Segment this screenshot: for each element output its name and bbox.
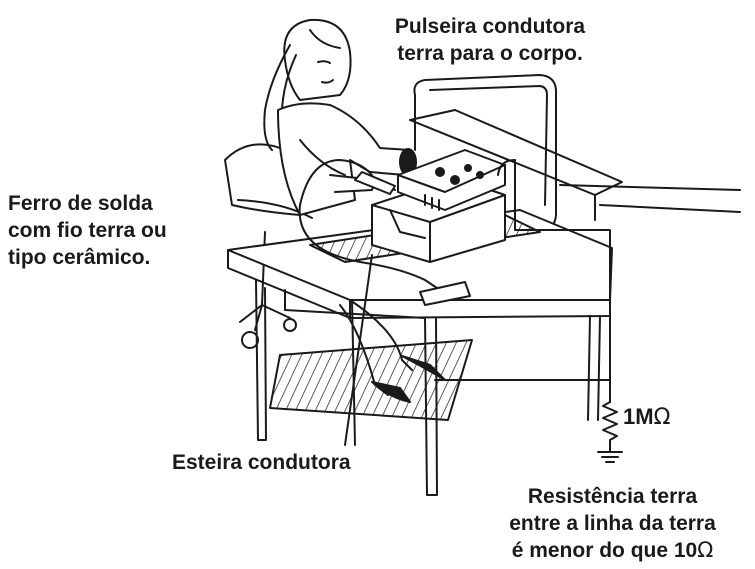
resistor-unit: Ω — [653, 405, 671, 430]
soldering-iron-label: Ferro de solda com fio terra ou tipo cer… — [8, 190, 167, 271]
ground-resistance-line-2: entre a linha da terra — [509, 512, 716, 535]
ground-resistance-line-3: é menor do que 10Ω — [470, 537, 755, 564]
soldering-iron-label-line-3: tipo cerâmico. — [8, 246, 151, 269]
resistor-label: 1MΩ — [623, 403, 670, 431]
resistor-value: 1M — [623, 404, 654, 429]
resistor-symbol — [602, 379, 618, 453]
ground-resistance-label: Resistência terra entre a linha da terra… — [470, 483, 755, 564]
floor-mat — [269, 339, 473, 421]
wrist-strap-label-line-2: terra para o corpo. — [397, 42, 583, 65]
ground-resistance-text: é menor do que — [511, 539, 674, 562]
mat-pointer-lines — [344, 254, 373, 446]
ground-resistance-value: 10 — [673, 539, 698, 562]
soldering-iron-label-line-2: com fio terra ou — [8, 219, 167, 242]
soldering-iron-label-line-1: Ferro de solda — [8, 192, 153, 215]
technician-legs — [339, 299, 446, 403]
wrist-strap-label: Pulseira condutora terra para o corpo. — [370, 13, 610, 67]
wrist-strap-label-line-1: Pulseira condutora — [394, 15, 586, 38]
circuit-device — [397, 149, 506, 211]
mat-label: Esteira condutora — [172, 451, 351, 474]
ground-resistance-unit: Ω — [697, 538, 714, 562]
ground-resistance-line-1: Resistência terra — [527, 485, 698, 508]
soldering-iron — [298, 159, 471, 306]
ground-wire — [434, 159, 611, 401]
back-shelf — [409, 109, 741, 221]
ground-symbol — [597, 451, 623, 463]
